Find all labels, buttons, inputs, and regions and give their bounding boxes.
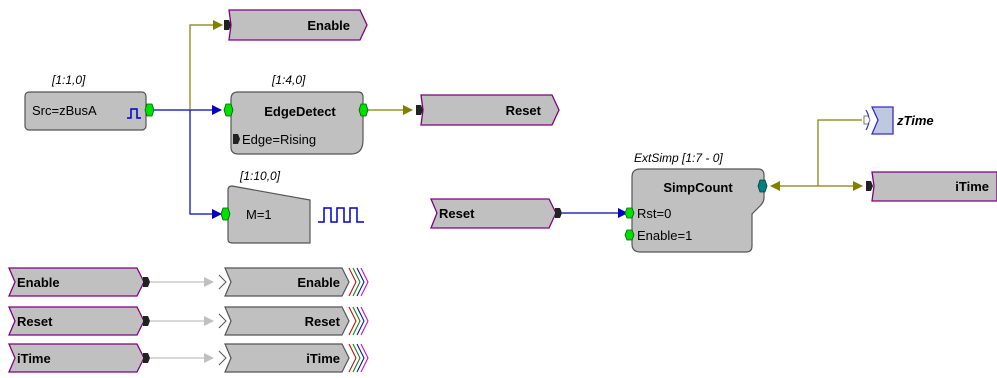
edgedetect-input-port[interactable] xyxy=(223,103,234,117)
row1-source-port xyxy=(143,277,150,287)
reset-input-label: Reset xyxy=(439,206,475,221)
itime-tag-port xyxy=(866,181,873,191)
pulse-block[interactable]: M=1 xyxy=(220,185,311,244)
row2-target-label: Reset xyxy=(305,314,341,329)
simpcount-output-port[interactable] xyxy=(757,179,768,193)
simpcount-title: SimpCount xyxy=(663,180,733,195)
row1-target-label: Enable xyxy=(297,275,340,290)
edgedetect-block[interactable]: EdgeDetect Edge=Rising xyxy=(223,91,369,155)
bottom-row-reset-source[interactable]: Reset xyxy=(8,306,150,336)
enable-tag-port xyxy=(224,20,231,30)
reset-output-tag[interactable]: Reset xyxy=(416,94,560,126)
simpcount-rst-port[interactable] xyxy=(624,207,635,219)
ztime-tag-port xyxy=(863,115,871,125)
wire-src-enable xyxy=(189,20,223,110)
row2-source-label: Reset xyxy=(17,314,53,329)
ztime-tag[interactable]: zTime xyxy=(863,106,934,135)
bottom-row-enable-source[interactable]: Enable xyxy=(8,267,150,297)
source-address: [1:1,0] xyxy=(51,73,86,87)
bottom-row-reset-target[interactable]: Reset xyxy=(218,306,369,336)
edgedetect-title: EdgeDetect xyxy=(264,104,336,119)
source-label: Src=zBusA xyxy=(32,103,97,118)
edgedetect-output-port[interactable] xyxy=(358,103,369,117)
edgedetect-address: [1:4,0] xyxy=(271,73,306,87)
simpcount-address: ExtSimp [1:7 - 0] xyxy=(634,151,723,165)
enable-output-tag[interactable]: Enable xyxy=(224,9,368,41)
wire-src-pulse xyxy=(189,110,222,219)
reset-tag-label: Reset xyxy=(506,103,542,118)
itime-tag-label: iTime xyxy=(955,179,989,194)
reset-tag-port xyxy=(416,105,423,115)
itime-output-tag[interactable]: iTime xyxy=(866,171,997,202)
pulse-input-port[interactable] xyxy=(220,207,231,221)
square-wave-icon xyxy=(127,108,141,119)
simpcount-block[interactable]: SimpCount Rst=0 Enable=1 xyxy=(624,168,768,253)
pulse-address: [1:10,0] xyxy=(239,169,281,183)
edgedetect-param: Edge=Rising xyxy=(242,132,316,147)
simpcount-enable-port[interactable] xyxy=(624,229,635,241)
enable-tag-label: Enable xyxy=(307,18,350,33)
pulse-wave-icon xyxy=(318,207,364,223)
row3-target-label: iTime xyxy=(306,351,340,366)
reset-input-tag[interactable]: Reset xyxy=(430,198,562,229)
bottom-row-itime-target[interactable]: iTime xyxy=(218,343,369,373)
row2-source-port xyxy=(143,316,150,326)
row1-source-label: Enable xyxy=(17,275,60,290)
reset-input-port xyxy=(555,208,562,218)
source-block[interactable]: Src=zBusA xyxy=(24,91,155,131)
row3-source-label: iTime xyxy=(17,351,51,366)
row3-source-port xyxy=(143,353,150,363)
bottom-row-enable-target[interactable]: Enable xyxy=(218,267,369,297)
simpcount-enable-label: Enable=1 xyxy=(637,228,692,243)
bottom-row-itime-source[interactable]: iTime xyxy=(8,343,150,373)
ztime-tag-label: zTime xyxy=(896,113,934,128)
source-output-port[interactable] xyxy=(144,103,155,117)
edgedetect-param-port[interactable] xyxy=(233,134,240,144)
wire-simpcount-ztime xyxy=(817,119,862,186)
pulse-label: M=1 xyxy=(246,207,272,222)
simpcount-rst-label: Rst=0 xyxy=(637,206,671,221)
